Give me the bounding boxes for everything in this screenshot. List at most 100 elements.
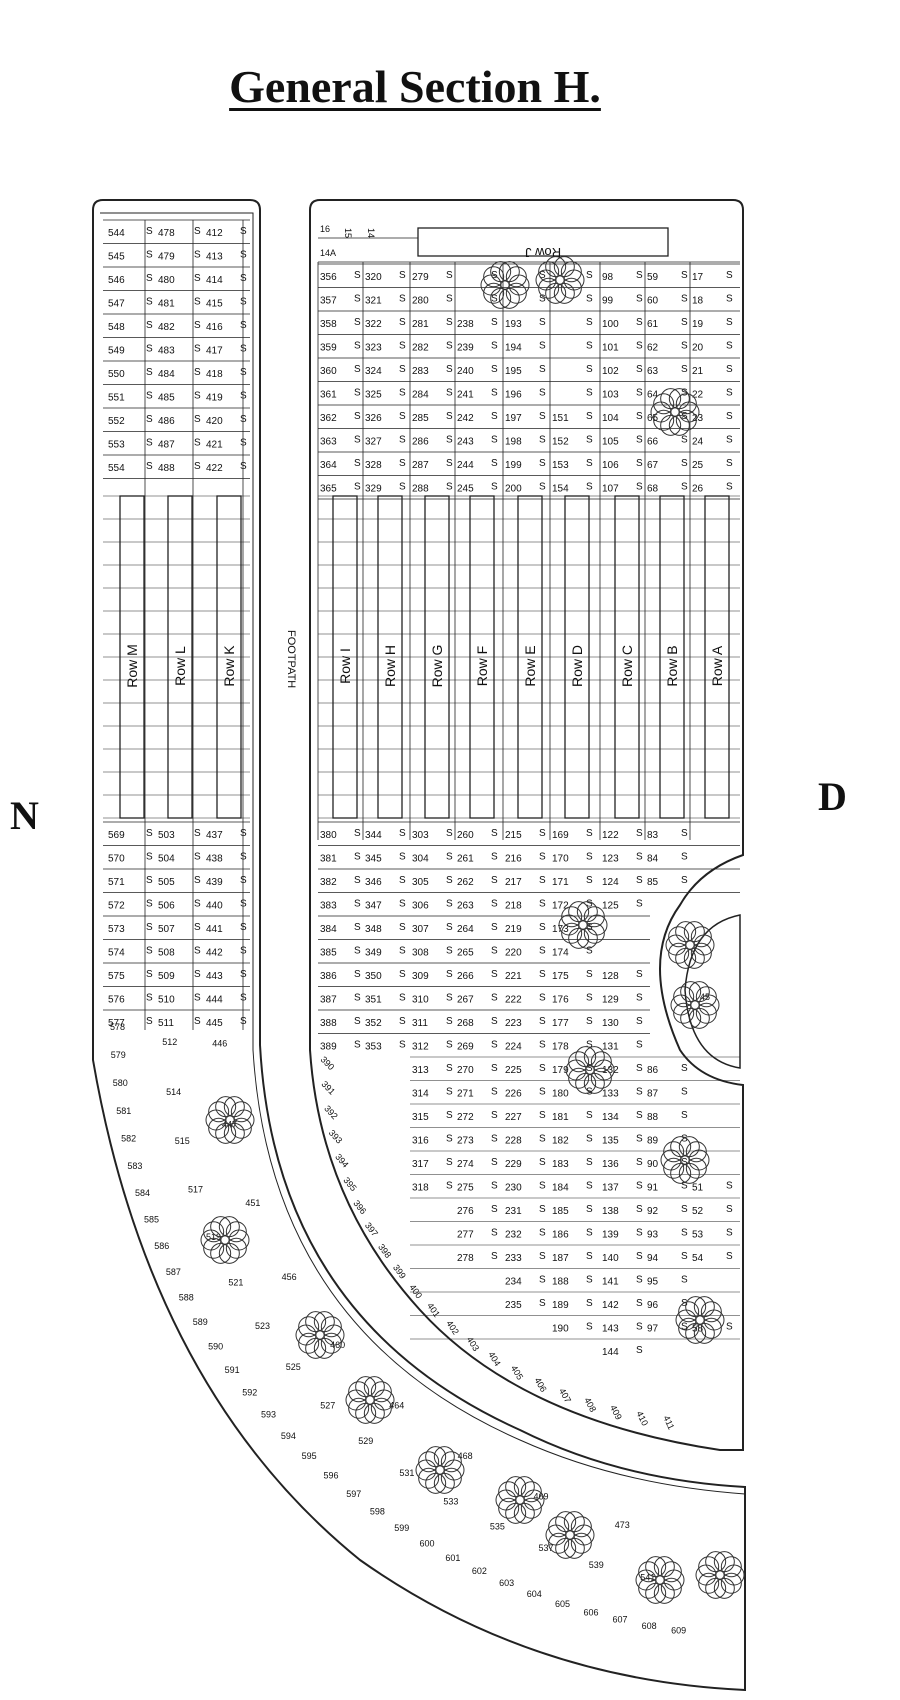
tree-branch xyxy=(498,1481,520,1503)
plot-number: 54 xyxy=(692,1253,704,1264)
tree-icon xyxy=(535,256,585,304)
plot-number: 597 xyxy=(346,1489,361,1499)
plot-marker: S xyxy=(681,341,688,352)
tree-branch xyxy=(545,256,567,278)
plot-number: 66 xyxy=(647,437,659,448)
tree-branch xyxy=(678,1301,700,1323)
plot-number: 364 xyxy=(320,460,337,471)
plot-number: 175 xyxy=(552,971,569,982)
plot-marker: S xyxy=(354,388,361,399)
tree-branch xyxy=(590,1051,612,1073)
tree-icon xyxy=(565,1046,615,1094)
plot-number: 503 xyxy=(158,830,175,841)
plot-number: 124 xyxy=(602,877,619,888)
plot-marker: S xyxy=(539,1040,546,1051)
plot-number: 154 xyxy=(552,484,569,495)
plot-marker: S xyxy=(586,1181,593,1192)
plot-number: 572 xyxy=(108,901,125,912)
plot-number: 577 xyxy=(108,1018,125,1029)
plot-number: 581 xyxy=(116,1106,131,1116)
plot-number: 58 xyxy=(692,1324,704,1335)
tree-branch xyxy=(513,1502,535,1524)
plot-number: 185 xyxy=(552,1206,569,1217)
tree-branch xyxy=(678,1317,700,1339)
row-label-k: Row K xyxy=(221,645,237,687)
plot-number: 15 xyxy=(343,228,353,238)
plot-marker: S xyxy=(446,993,453,1004)
tree-branch xyxy=(225,1221,247,1243)
plot-number: 406 xyxy=(533,1376,549,1394)
tree-branch xyxy=(298,1316,320,1338)
plot-number: 570 xyxy=(108,854,125,865)
plot-number: 263 xyxy=(457,901,474,912)
tree-icon xyxy=(670,981,720,1029)
plot-marker: S xyxy=(726,435,733,446)
plot-marker: S xyxy=(539,270,546,281)
plot-number: 171 xyxy=(552,877,569,888)
plot-number: 200 xyxy=(505,484,522,495)
plot-number: 266 xyxy=(457,971,474,982)
plot-marker: S xyxy=(636,458,643,469)
plot-number: 481 xyxy=(158,299,175,310)
tree-branch xyxy=(638,1577,660,1599)
plot-marker: S xyxy=(539,388,546,399)
plot-number: 529 xyxy=(358,1436,373,1446)
plot-number: 264 xyxy=(457,924,474,935)
plot-marker: S xyxy=(681,828,688,839)
plot-marker: S xyxy=(399,1040,406,1051)
plot-number: 357 xyxy=(320,296,337,307)
plot-marker: S xyxy=(446,899,453,910)
plot-number: 223 xyxy=(505,1018,522,1029)
tree-branch xyxy=(568,1051,590,1073)
plot-number: 439 xyxy=(206,877,223,888)
plot-number: 545 xyxy=(108,252,125,263)
plot-number: 318 xyxy=(412,1183,429,1194)
plot-number: 552 xyxy=(108,416,125,427)
plot-marker: S xyxy=(539,1228,546,1239)
plot-number: 90 xyxy=(647,1159,659,1170)
tree-branch xyxy=(553,256,575,278)
plot-number: 504 xyxy=(158,854,175,865)
plot-marker: S xyxy=(491,435,498,446)
plot-marker: S xyxy=(681,875,688,886)
plot-marker: S xyxy=(681,1134,688,1145)
plot-marker: S xyxy=(636,1345,643,1356)
plot-marker: S xyxy=(491,875,498,886)
plot-marker: S xyxy=(491,1063,498,1074)
plot-marker: S xyxy=(399,270,406,281)
plot-number: 189 xyxy=(552,1300,569,1311)
tree-branch xyxy=(670,1136,692,1158)
plot-number: 403 xyxy=(465,1335,482,1353)
plot-number: 517 xyxy=(188,1185,203,1195)
plot-marker: S xyxy=(194,391,201,402)
plot-marker: S xyxy=(681,1228,688,1239)
plot-number: 269 xyxy=(457,1042,474,1053)
plot-number: 84 xyxy=(647,854,659,865)
plot-marker: S xyxy=(726,1251,733,1262)
plot-marker: S xyxy=(636,341,643,352)
plot-marker: S xyxy=(491,993,498,1004)
plot-number: 380 xyxy=(320,830,337,841)
plot-marker: S xyxy=(539,1157,546,1168)
plot-number: 186 xyxy=(552,1230,569,1241)
plot-number: 358 xyxy=(320,319,337,330)
plot-number: 464 xyxy=(389,1400,404,1410)
plot-marker: S xyxy=(446,1134,453,1145)
plot-marker: S xyxy=(240,414,247,425)
plot-marker: S xyxy=(194,367,201,378)
tree-branch xyxy=(561,922,583,944)
plot-marker: S xyxy=(681,1204,688,1215)
plot-marker: S xyxy=(399,364,406,375)
tree-branch xyxy=(320,1332,342,1354)
tree-branch xyxy=(483,282,505,304)
tree-branch xyxy=(320,1316,342,1338)
plot-number: 238 xyxy=(457,319,474,330)
plot-number: 488 xyxy=(158,463,175,474)
tree-branch xyxy=(570,1532,592,1554)
plot-marker: S xyxy=(399,946,406,957)
plot-number: 16 xyxy=(320,224,330,234)
page-title: General Section H. xyxy=(229,61,601,112)
plot-number: 235 xyxy=(505,1300,522,1311)
plot-marker: S xyxy=(681,388,688,399)
plot-marker: S xyxy=(586,411,593,422)
